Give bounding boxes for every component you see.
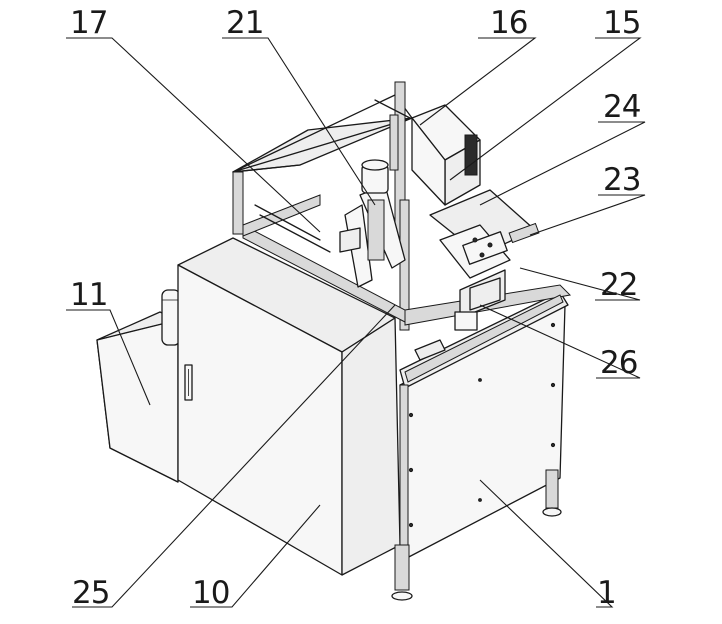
callout-23: 23 <box>603 162 640 198</box>
side-box <box>96 311 179 483</box>
main-cabinet <box>177 237 401 576</box>
callout-11: 11 <box>70 277 107 313</box>
lower-table <box>414 277 501 361</box>
callout-labels: 17 21 16 15 24 23 22 26 11 25 10 1 <box>70 5 641 611</box>
callout-17: 17 <box>70 5 107 41</box>
leveling-feet <box>391 469 562 601</box>
callout-25: 25 <box>72 575 109 611</box>
upper-frame <box>232 81 572 383</box>
camera-assembly <box>374 99 481 206</box>
callout-22: 22 <box>600 267 637 303</box>
callout-21: 21 <box>226 5 263 41</box>
callout-10: 10 <box>192 575 229 611</box>
callout-26: 26 <box>600 345 637 381</box>
callout-15: 15 <box>603 5 640 41</box>
leader-lines <box>66 37 646 608</box>
callout-16: 16 <box>490 5 527 41</box>
callout-24: 24 <box>603 89 640 125</box>
lifting-gantry <box>339 159 406 288</box>
callout-1: 1 <box>597 575 616 611</box>
slide-table <box>429 189 540 319</box>
motor <box>161 289 181 346</box>
